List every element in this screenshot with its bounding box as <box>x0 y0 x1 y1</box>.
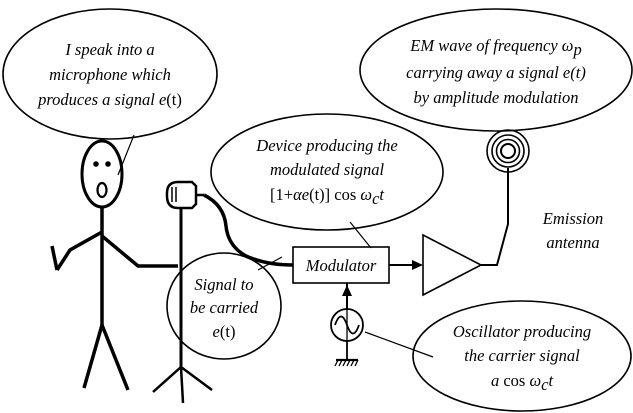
amplifier-triangle <box>422 233 483 297</box>
microphone-cable <box>203 193 294 267</box>
figure-eye-right <box>105 161 111 167</box>
device-text-line2: modulated signal <box>270 160 385 179</box>
antenna-label-line1: Emission <box>542 209 604 228</box>
oscillator-text-line2: the carrier signal <box>464 346 580 365</box>
oscillator-text-line1: Oscillator producing <box>453 322 591 341</box>
signal-text-line1: Signal to <box>194 275 253 294</box>
em-text-line1: EM wave of frequency ωp <box>409 36 581 59</box>
oscillator-text-line3: a cos ωct <box>491 371 553 394</box>
speaker-text-line3: produces a signal e(t) <box>37 90 182 109</box>
signal-text-line3: e(t) <box>213 322 236 341</box>
signal-bubble: Signal to be carried e(t) <box>166 252 283 360</box>
callout-pointer <box>349 221 372 249</box>
sine-wave-icon <box>334 315 360 335</box>
figure-leg-left <box>82 324 104 389</box>
em-wave-rings <box>486 129 530 173</box>
callout-pointer <box>257 256 283 271</box>
figure-leg-right <box>100 324 130 391</box>
em-text-line3: by amplitude modulation <box>414 88 579 107</box>
arrow-to-modulator <box>342 285 352 296</box>
stick-figure <box>50 139 178 391</box>
callout-pointer <box>117 134 135 176</box>
speaker-text-line2: microphone which <box>49 65 171 84</box>
figure-eye-left <box>93 161 99 167</box>
speaker-bubble: I speak into a microphone which produces… <box>2 8 218 176</box>
em-wave-bubble: EM wave of frequency ωp carrying away a … <box>359 8 633 132</box>
stand-tripod <box>152 365 213 404</box>
figure-arm-left <box>55 230 103 271</box>
em-text-line2: carrying away a signal e(t) <box>406 63 586 82</box>
callout-pointer <box>364 331 434 358</box>
microphone-head <box>165 180 198 210</box>
figure-arm-right <box>100 234 178 268</box>
device-text-line3: [1+αe(t)] cos ωct <box>270 185 384 208</box>
antenna-label-line2: antenna <box>546 233 599 252</box>
figure-mouth <box>96 181 108 199</box>
signal-text-line2: be carried <box>190 298 259 317</box>
antenna-feed <box>481 168 509 266</box>
oscillator-bubble: Oscillator producing the carrier signal … <box>364 300 632 412</box>
device-bubble: Device producing the modulated signal [1… <box>210 113 444 249</box>
oscillator <box>330 283 364 367</box>
modulator-label: Modulator <box>305 256 377 275</box>
device-text-line1: Device producing the <box>255 136 397 155</box>
speaker-text-line1: I speak into a <box>64 40 154 59</box>
